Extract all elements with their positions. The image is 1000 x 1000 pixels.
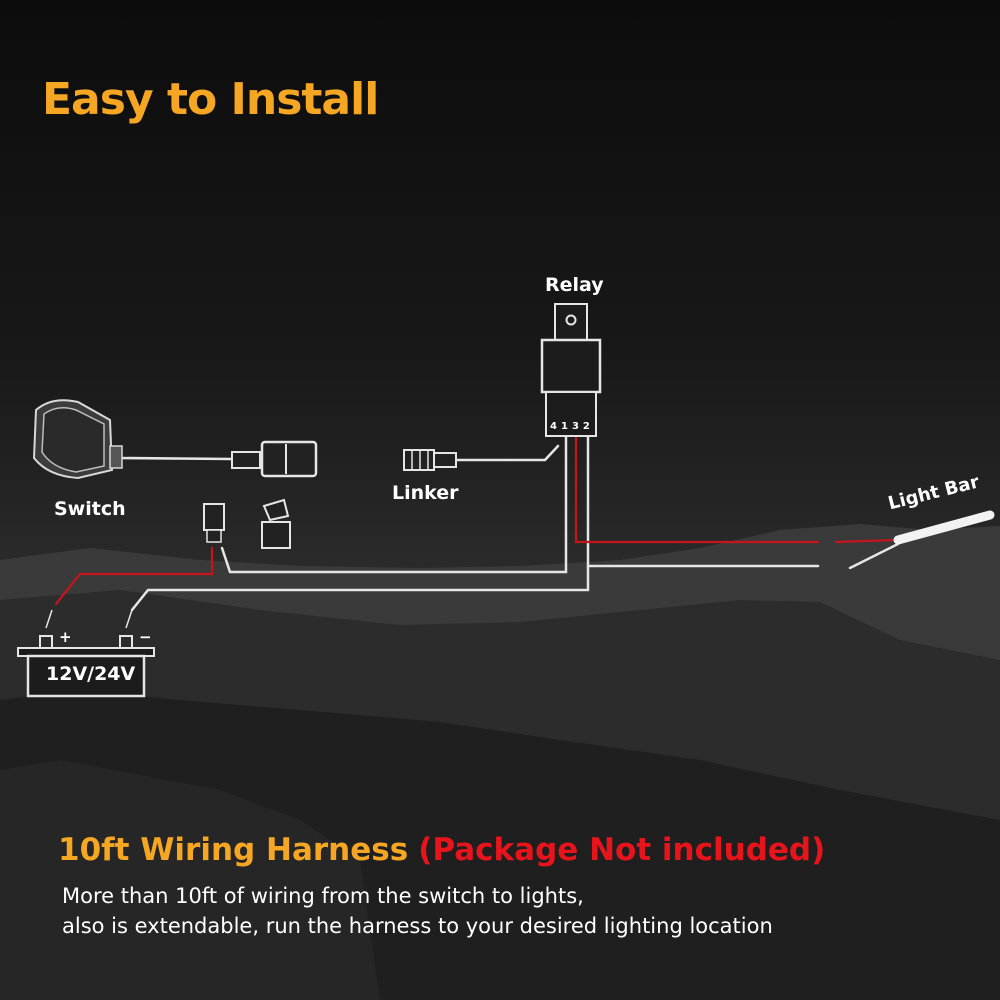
fuse <box>261 498 291 549</box>
relay-label: Relay <box>545 274 604 296</box>
relay-pin-label: 1 <box>560 421 568 432</box>
linker-label: Linker <box>392 482 459 504</box>
relay <box>540 303 602 437</box>
headline-note: (Package Not included) <box>418 832 826 868</box>
switch-connector <box>231 440 318 478</box>
relay-pin-labels: 4 1 3 2 <box>550 421 590 432</box>
wire-red-lightbar-lead <box>834 538 898 544</box>
wire-linker-to-relay <box>453 444 560 462</box>
linker-connector <box>403 449 457 471</box>
light-bar <box>893 510 995 545</box>
battery-voltage-label: 12V/24V <box>46 663 136 685</box>
headline-main: 10ft Wiring Harness <box>58 832 409 868</box>
rock-foreground <box>0 760 380 1000</box>
wire-relay-pin1-down <box>220 434 568 574</box>
wires <box>54 434 900 612</box>
description-line: More than 10ft of wiring from the switch… <box>62 884 584 908</box>
wire-red-relay-to-lightbar <box>574 434 820 544</box>
battery-positive-terminal-label: + <box>59 628 72 646</box>
switch-label: Switch <box>54 498 126 520</box>
rocker-switch <box>32 399 123 480</box>
relay-pin-label: 3 <box>571 421 579 432</box>
wire-white-lightbar-lead <box>848 542 900 570</box>
wire-switch-to-connector <box>118 456 234 461</box>
relay-pin-label: 4 <box>550 421 557 432</box>
fuse-holder <box>203 503 225 543</box>
battery <box>17 609 155 698</box>
harness-headline: 10ft Wiring Harness(Package Not included… <box>58 832 825 868</box>
wire-red-fuse-to-battery <box>54 546 214 606</box>
description-line: also is extendable, run the harness to y… <box>62 914 773 938</box>
page-title: Easy to Install <box>42 74 379 125</box>
battery-negative-terminal-label: − <box>139 628 152 646</box>
wire-relay-pin2-down <box>130 434 590 612</box>
relay-pin-label: 2 <box>582 421 590 432</box>
